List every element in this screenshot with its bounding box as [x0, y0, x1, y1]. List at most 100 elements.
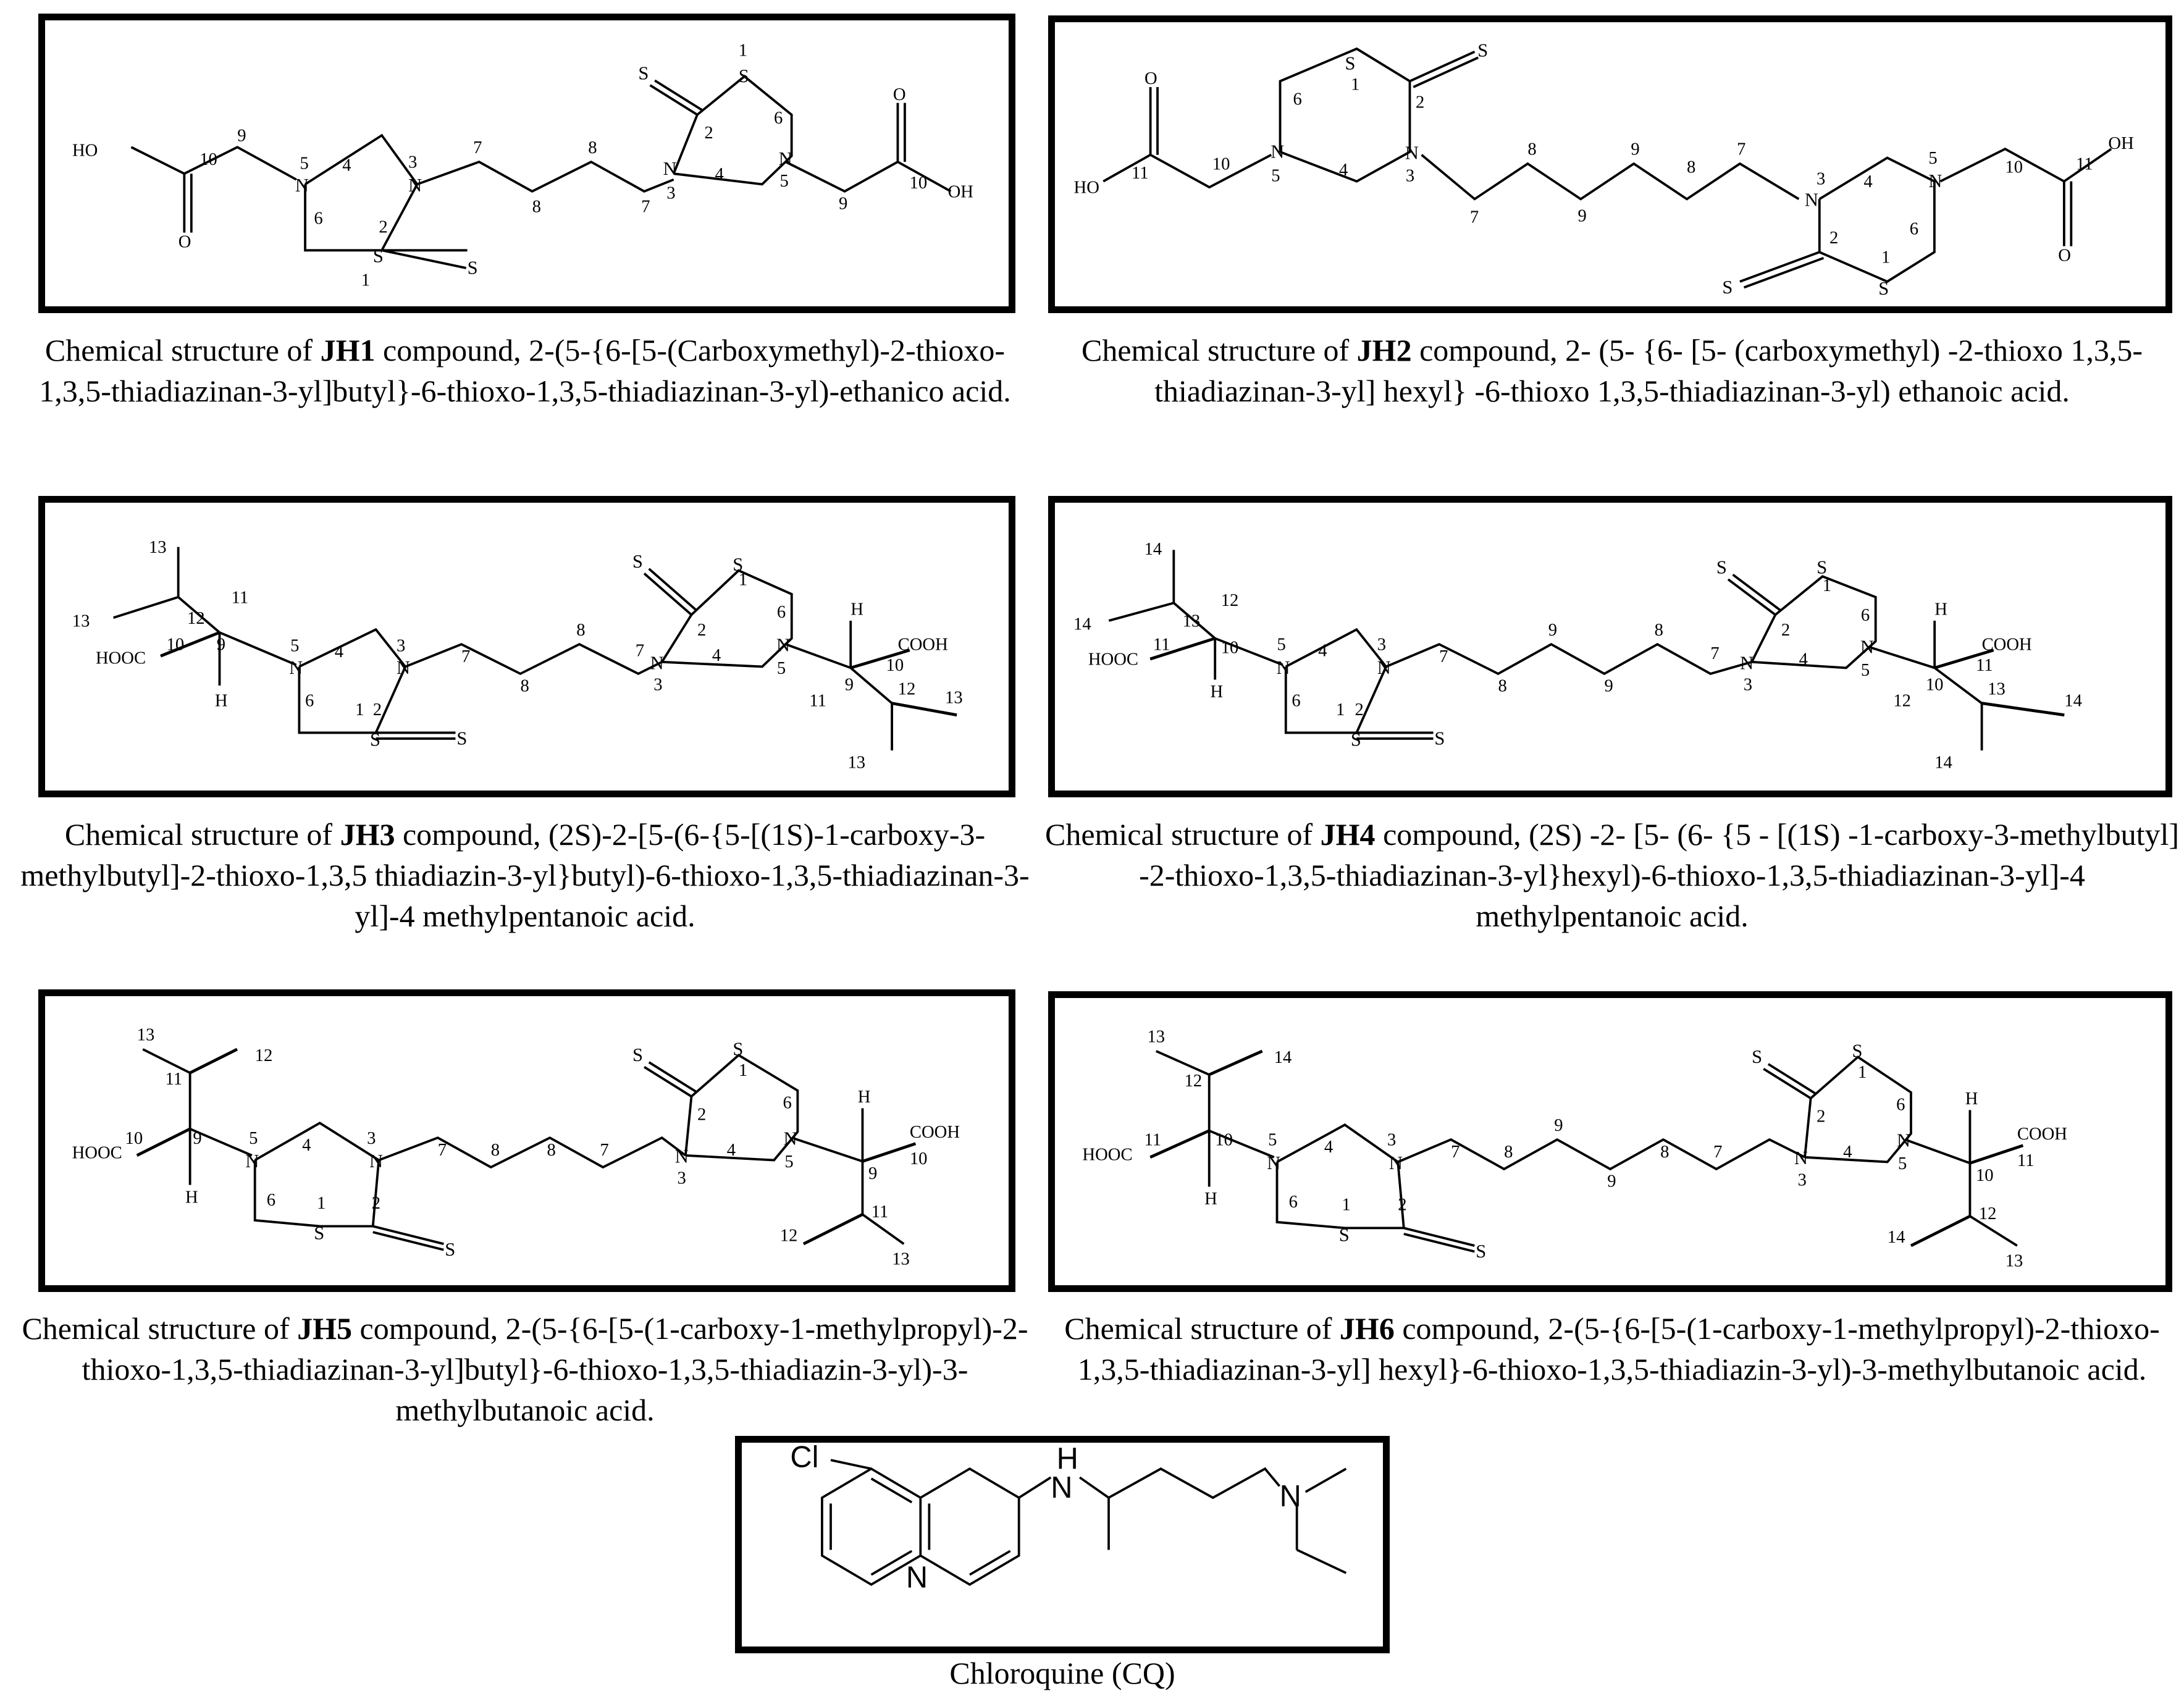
atom-thione-sb: S — [1716, 557, 1727, 578]
caption-suffix: compound, (2S) -2- [5- (6- {5 - [(1S) -1… — [1139, 817, 2180, 933]
atom-ob: O — [2058, 246, 2071, 266]
num-3b: 3 — [1816, 169, 1825, 188]
num-1: 1 — [1342, 1195, 1351, 1215]
num-2: 2 — [1355, 700, 1364, 719]
num-11: 11 — [1144, 1130, 1162, 1150]
caption-suffix: compound, 2- (5- {6- [5- (carboxymethyl)… — [1154, 333, 2143, 408]
num-8b: 8 — [588, 138, 597, 157]
atom-n5: N — [289, 657, 303, 678]
num-8: 8 — [1527, 140, 1536, 159]
atom-n3b: N — [675, 1146, 689, 1167]
num-7b: 7 — [600, 1140, 608, 1160]
atom-n3b: N — [1740, 652, 1754, 673]
atom-h: H — [1211, 682, 1224, 702]
structure-chloroquine: Cl N H N N — [790, 1443, 1347, 1594]
atom-h: H — [1204, 1189, 1217, 1209]
caption-suffix: compound, 2-(5-{6-[5-(1-carboxy-1-methyl… — [82, 1311, 1028, 1427]
num-7b: 7 — [1713, 1142, 1722, 1162]
atom-thione-sb: S — [632, 551, 643, 572]
num-3: 3 — [1406, 166, 1414, 186]
num-10b: 10 — [910, 1149, 928, 1168]
num-2b: 2 — [697, 1105, 706, 1125]
num-6b: 6 — [1910, 219, 1918, 239]
num-6b: 6 — [1896, 1094, 1905, 1114]
num-8b: 8 — [1655, 620, 1663, 640]
caption-jh5: Chemical structure of JH5 compound, 2-(5… — [12, 1308, 1038, 1430]
atom-thione-s: S — [468, 257, 478, 278]
atom-hooc: HOOC — [1082, 1145, 1132, 1165]
num-9b: 9 — [839, 193, 847, 213]
atom-n5b: N — [783, 1128, 797, 1149]
atom-n5b: N — [1897, 1130, 1910, 1151]
atom-hooc: HOOC — [96, 648, 146, 668]
num-4: 4 — [342, 155, 351, 175]
num-14: 14 — [1144, 539, 1162, 559]
num-11: 11 — [166, 1069, 183, 1089]
num-7b: 7 — [641, 196, 650, 216]
num-5: 5 — [1271, 166, 1280, 186]
num-8: 8 — [491, 1140, 500, 1160]
structure-panel-jh1: HO O N N S S N N S S O OH 10 9 5 4 3 6 2… — [38, 14, 1015, 313]
num-1b: 1 — [739, 40, 747, 60]
num-8: 8 — [532, 196, 541, 216]
atom-cooh: COOH — [1982, 635, 2032, 655]
atom-thione-s: S — [456, 728, 467, 749]
atom-cooh: COOH — [898, 635, 948, 655]
atom-n5b: N — [779, 148, 792, 169]
atom-thione-sb: S — [638, 62, 649, 83]
num-7: 7 — [461, 647, 470, 666]
num-5b: 5 — [777, 658, 786, 678]
atom-thione-s: S — [1476, 1241, 1486, 1262]
num-2: 2 — [1416, 92, 1424, 112]
num-7: 7 — [438, 1140, 447, 1160]
num-8b: 8 — [1687, 157, 1695, 177]
num-3b: 3 — [653, 675, 662, 695]
num-13: 13 — [137, 1025, 155, 1045]
num-12b: 12 — [898, 679, 916, 698]
num-3b: 3 — [1744, 675, 1752, 695]
atom-s1b: S — [739, 65, 749, 86]
num-12: 12 — [255, 1046, 273, 1065]
num-10b: 10 — [2005, 157, 2023, 177]
num-7b: 7 — [1737, 140, 1745, 159]
num-9: 9 — [217, 635, 225, 655]
atom-s1: S — [370, 729, 380, 750]
num-12b: 12 — [1893, 690, 1911, 710]
num-3: 3 — [408, 153, 417, 172]
num-2: 2 — [379, 217, 387, 237]
num-6b: 6 — [783, 1093, 792, 1112]
num-4b: 4 — [712, 645, 721, 665]
atom-o: O — [178, 232, 191, 252]
num-13b: 13 — [2006, 1251, 2023, 1270]
num-5b: 5 — [784, 1152, 793, 1172]
structure-panel-jh2: S S N N O HO N N S S O OH 1 6 2 4 5 3 10… — [1048, 15, 2172, 313]
atom-oh: OH — [2108, 133, 2133, 153]
structure-panel-jh4: N N S S HOOC H N N S S H COOH 14 14 13 1… — [1048, 496, 2172, 797]
atom-n5: N — [245, 1151, 259, 1172]
num-13b: 13 — [1988, 679, 2006, 698]
atom-thione-sb: S — [1722, 277, 1732, 298]
num-2: 2 — [1398, 1195, 1406, 1215]
num-6: 6 — [1292, 690, 1300, 710]
atom-cooh: COOH — [2017, 1124, 2067, 1144]
num-3b: 3 — [666, 183, 675, 203]
atom-n5b: N — [1860, 637, 1874, 658]
num-1b: 1 — [739, 1060, 747, 1080]
num-14: 14 — [1274, 1047, 1292, 1067]
num-8b: 8 — [1660, 1142, 1669, 1162]
num-1: 1 — [317, 1193, 326, 1213]
num-3: 3 — [397, 636, 405, 656]
caption-jh1: Chemical structure of JH1 compound, 2-(5… — [19, 330, 1031, 411]
num-4b: 4 — [1843, 1142, 1852, 1162]
num-2b: 2 — [704, 123, 713, 143]
num-1b: 1 — [739, 570, 747, 590]
num-9b: 9 — [1604, 676, 1613, 696]
num-3: 3 — [1377, 635, 1386, 655]
num-9b: 9 — [1631, 140, 1639, 159]
caption-prefix: Chemical structure of — [22, 1311, 298, 1346]
caption-jh6: Chemical structure of JH6 compound, 2-(5… — [1044, 1308, 2180, 1390]
num-11: 11 — [1132, 163, 1149, 183]
atom-hb: H — [850, 599, 863, 619]
caption-prefix: Chemical structure of — [1044, 817, 1321, 852]
num-6: 6 — [1293, 90, 1302, 109]
